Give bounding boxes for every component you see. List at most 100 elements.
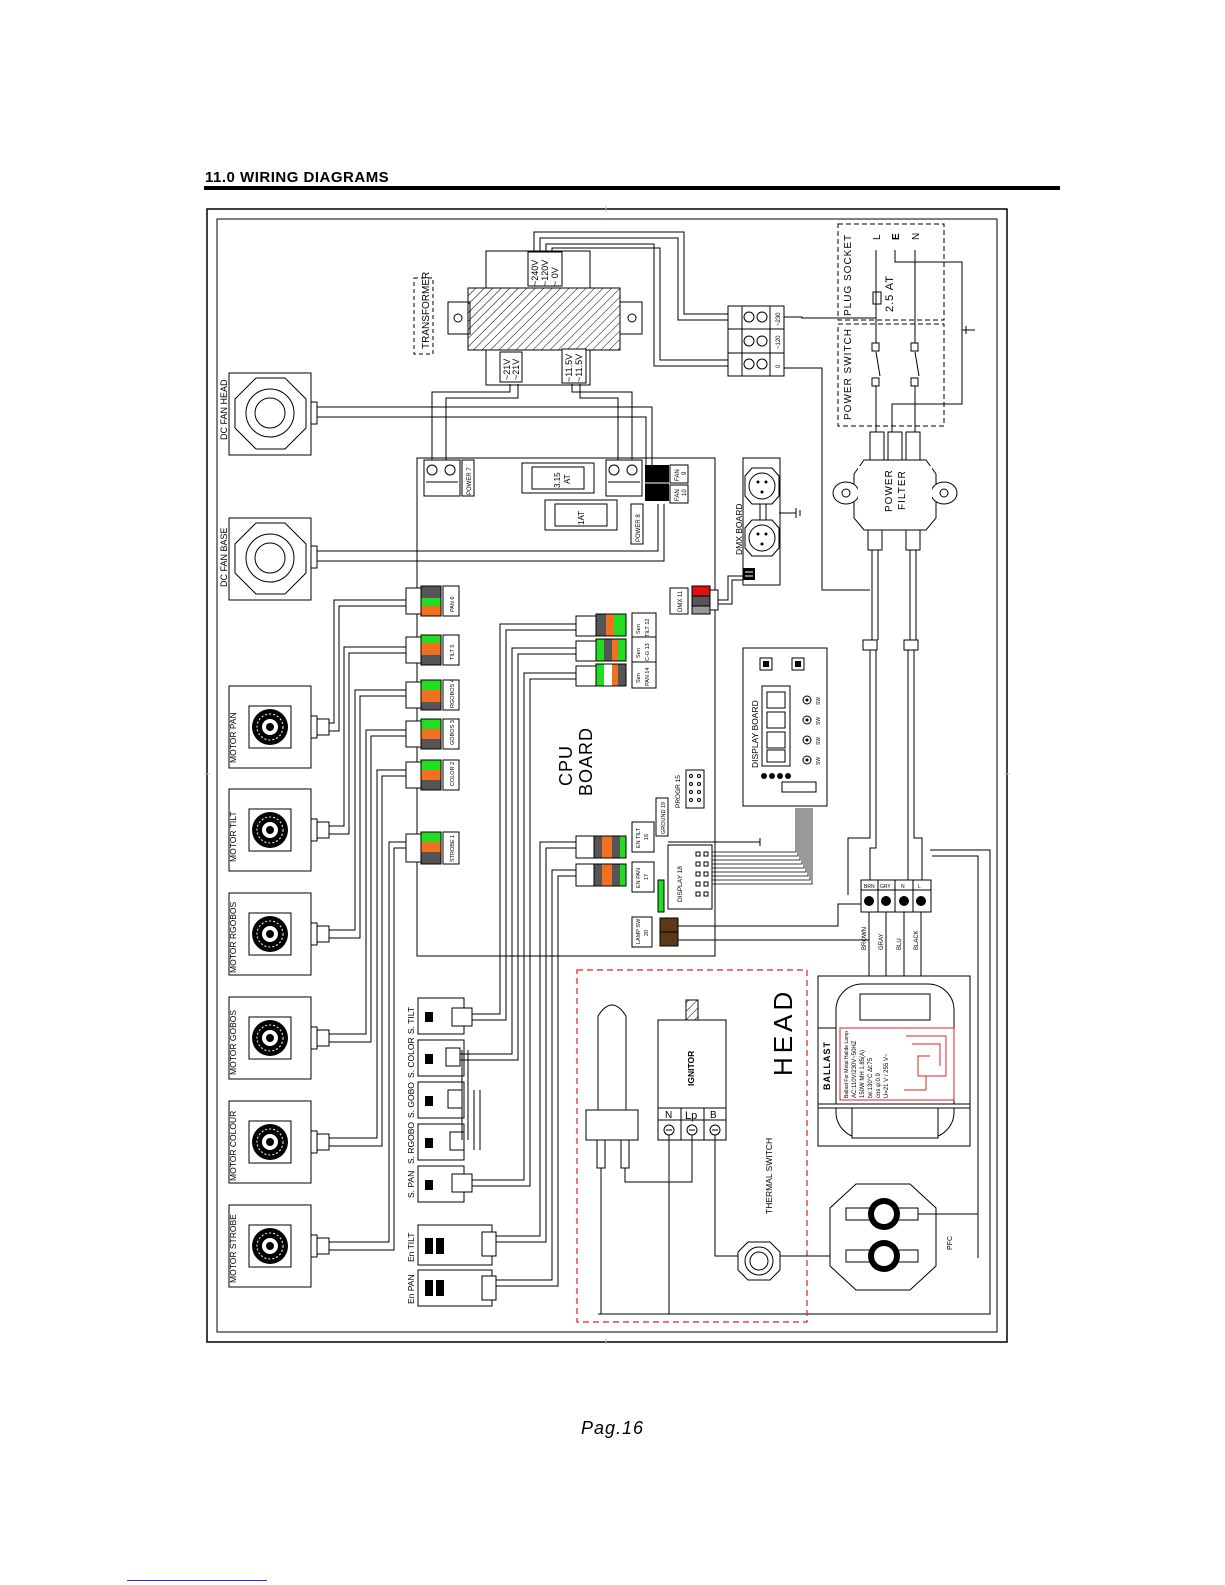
conn-fan9-a: FAN: [675, 469, 681, 481]
sensor-color: S. COLOR: [406, 1037, 465, 1078]
pin-e: E: [891, 233, 902, 240]
tap-21v-b: ~21V: [511, 359, 521, 380]
power-filter-label-1: POWER: [884, 469, 895, 512]
fuse-315-b: AT: [563, 474, 572, 484]
pin-n: N: [911, 233, 922, 240]
fan-wires: [317, 406, 665, 562]
ignitor-pin-b: B: [710, 1110, 717, 1121]
frame-marks: [204, 206, 1010, 1344]
display-key-1: SW: [816, 697, 822, 705]
filter-output-wires: [784, 367, 923, 895]
sensor-connector-13: Sen C-G 13: [595, 636, 657, 664]
ballast-label: BALLAST: [822, 1041, 832, 1090]
conn-en17-a: EN PAN: [636, 868, 642, 888]
display-board-label: DISPLAY BOARD: [750, 700, 760, 768]
fuse-label: 2.5 AT: [884, 275, 896, 312]
conn-dmx11: DMX 11: [678, 590, 684, 612]
conn-lamp20-b: 20: [644, 930, 650, 936]
sensor-tilt-label: S. TILT: [406, 1007, 416, 1034]
fan-head: DC FAN HEAD: [219, 372, 318, 456]
motor-connector-6: PAN 6: [420, 585, 460, 617]
motor-connector-1: STROBE 1: [420, 831, 460, 865]
term-l: L: [918, 884, 921, 890]
term-n: N: [901, 884, 905, 890]
sensor-gobo-label: S. GOBO: [406, 1082, 416, 1118]
vsel-120: ~120: [776, 335, 782, 349]
conn-fan10-a: FAN: [675, 489, 681, 501]
transformer: TRANSFORMER ~240V ~120V ~ 0V ~21V ~21V ~…: [413, 250, 643, 386]
motor-strobe: MOTOR STROBE: [228, 1204, 330, 1288]
tap-21v-a: ~21V: [502, 359, 512, 380]
plug-socket-label: PLUG SOCKET: [843, 234, 854, 316]
heading-rule: [204, 186, 1060, 190]
ballast: BALLAST Ballast For Metal Halide Lamp AC…: [817, 975, 971, 1147]
display-board: DISPLAY BOARD SW SW SW SW: [742, 647, 828, 807]
motor-connector-4: RGOBOS 4: [420, 679, 460, 711]
sensor-connector-14: Sen PAN 14: [595, 661, 657, 689]
plug-socket: PLUG SOCKET L E N 2.5 AT: [837, 223, 945, 321]
conn-s12-b: TILT 12: [645, 619, 651, 637]
sensor-color-label: S. COLOR: [406, 1037, 416, 1078]
conn-s14-a: Sen: [636, 673, 642, 683]
conn-fan10-b: 10: [682, 489, 688, 496]
fan-base-label: DC FAN BASE: [219, 527, 229, 587]
sensor-plugs: [575, 615, 597, 687]
encoder-connector-16: EN TILT 16: [593, 821, 655, 859]
motor-pan-label: MOTOR PAN: [228, 712, 238, 763]
ballast-spec-1: Ballast For Metal Halide Lamp: [844, 1031, 850, 1098]
display-ribbon: [712, 808, 813, 885]
motor-rgobos-label: MOTOR RGOBOS: [228, 902, 238, 973]
cpu-board: CPU BOARD POWER 7 3.15 AT POWER 8 1AT FA…: [416, 457, 761, 957]
conn-en16-a: EN TILT: [636, 827, 642, 848]
ballast-spec-3: 150W MH 1.85(A): [860, 1050, 866, 1098]
thermal-switch-label: THERMAL SWITCH: [764, 1138, 774, 1214]
display-key-3: SW: [816, 737, 822, 745]
tap-240v: ~240V: [530, 260, 540, 286]
sensor-rgobo: S. RGOBO: [406, 1122, 465, 1164]
conn-power7: POWER 7: [467, 467, 473, 495]
page-heading: 11.0 WIRING DIAGRAMS: [205, 169, 390, 186]
motor-connector-2: COLOR 2: [420, 759, 460, 791]
encoder-tilt: En TILT: [406, 1224, 497, 1266]
ballast-spec-2: AC:110V/230V~50HZ: [852, 1040, 858, 1098]
sensor-pan-label: S. PAN: [406, 1171, 416, 1198]
conn-s13-b: C-G 13: [645, 643, 651, 661]
sensor-rgobo-label: S. RGOBO: [406, 1122, 416, 1164]
conn-s14-b: PAN 14: [645, 667, 651, 686]
motor-plugs: [405, 587, 422, 863]
ballast-spec-6: U=21 V / 255 V~: [884, 1053, 890, 1098]
vsel-0: 0: [776, 364, 782, 368]
conn-power8: POWER 8: [636, 514, 642, 542]
encoder-tilt-label: En TILT: [406, 1233, 416, 1262]
tap-11v-a: ~11.5V: [564, 354, 574, 382]
encoders: En TILT En PAN: [406, 1224, 497, 1307]
power-switch-label: POWER SWITCH: [843, 328, 854, 420]
encoder-pan-label: En PAN: [406, 1274, 416, 1304]
wire-black: BLACK: [914, 930, 920, 950]
sensor-tilt: S. TILT: [406, 997, 473, 1035]
sensor-gobo: S. GOBO: [406, 1081, 465, 1119]
motor-strobe-label: MOTOR STROBE: [228, 1214, 238, 1283]
motor-gobos-label: MOTOR GOBOS: [228, 1010, 238, 1075]
head-section: HEAD IGNITOR N Lp B THERMAL SWITCH: [576, 969, 808, 1323]
head-label: HEAD: [768, 988, 798, 1076]
dmx-board: DMX BOARD: [718, 457, 801, 605]
encoder-wires: [496, 841, 576, 1287]
head-wires: [600, 1135, 846, 1314]
primary-wires: [533, 231, 742, 367]
pfc: PFC: [829, 1183, 954, 1291]
ignitor-pin-lp: Lp: [685, 1110, 697, 1122]
motor-connector-5: TILT 5: [420, 634, 460, 666]
tap-0v: ~ 0V: [550, 267, 560, 286]
sensor-wires: [460, 623, 576, 1187]
tap-11v-b: ~11.5V: [574, 354, 584, 382]
ignitor-pin-n: N: [665, 1110, 672, 1121]
ballast-terminal: BRN GRY N L BROWN GRAY BLU BLACK: [860, 879, 932, 950]
motor-rgobos: MOTOR RGOBOS: [228, 892, 330, 976]
cpu-label-1: CPU: [556, 745, 576, 786]
term-brn: BRN: [864, 884, 875, 890]
sensors: S. TILT S. COLOR S. GOBO S. RGOBO S. PAN: [406, 997, 473, 1203]
voltage-terminal: ~230 ~120 0: [727, 305, 785, 377]
conn-m2: COLOR 2: [450, 762, 456, 786]
conn-ground: GROUND 19: [661, 802, 667, 834]
